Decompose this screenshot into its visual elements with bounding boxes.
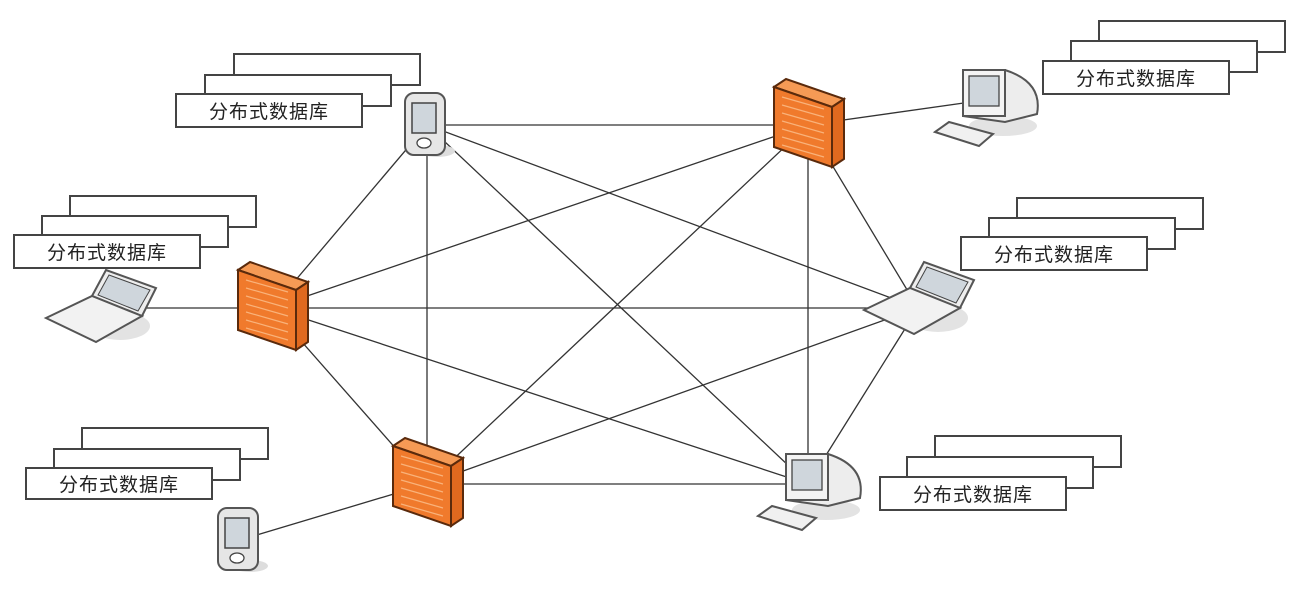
- database-label: 分布式数据库: [13, 234, 201, 269]
- database-label: 分布式数据库: [175, 93, 363, 128]
- database-label: 分布式数据库: [879, 476, 1067, 511]
- pda-top-pda-icon: [404, 92, 455, 157]
- connection-line-n3-n6: [271, 307, 809, 485]
- firewall-top-right-firewall-icon: [771, 77, 847, 169]
- database-label: 分布式数据库: [1042, 60, 1230, 95]
- connection-line-n2-n3: [271, 124, 809, 309]
- database-label: 分布式数据库: [25, 467, 213, 500]
- pda-bottom-left-pda-icon: [217, 507, 268, 572]
- desktop-top-right-desktop-icon: [932, 69, 1039, 148]
- laptop-left-laptop-icon: [43, 268, 158, 344]
- firewall-bottom-left-firewall-icon: [390, 436, 466, 528]
- firewall-left-firewall-icon: [235, 260, 311, 352]
- database-label: 分布式数据库: [960, 236, 1148, 271]
- desktop-bottom-right-desktop-icon: [755, 453, 862, 532]
- connection-line-n1-n4: [426, 124, 919, 309]
- nodes: [43, 69, 1039, 572]
- connection-line-n2-n5: [426, 124, 809, 485]
- connection-line-n4-n5: [426, 307, 919, 485]
- laptop-right-laptop-icon: [861, 260, 976, 336]
